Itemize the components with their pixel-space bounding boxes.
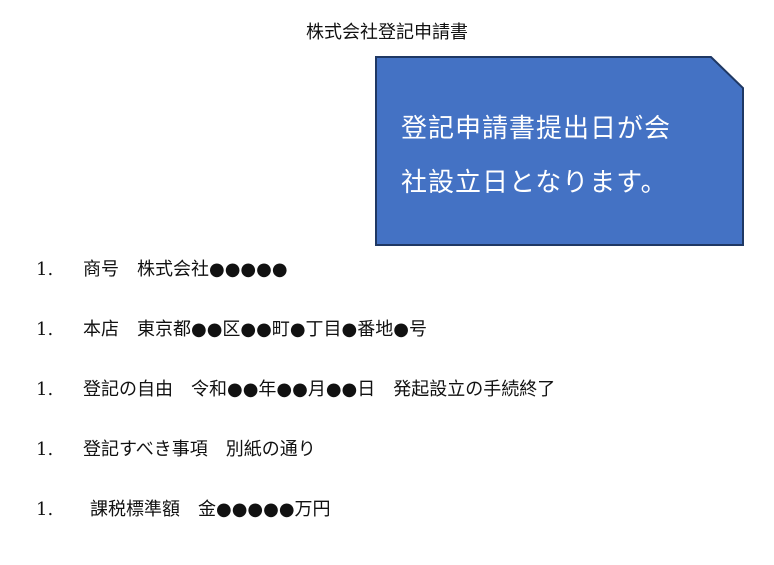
- item-text-registration-reason: 登記の自由 令和●●年●●月●●日 発起設立の手続終了: [83, 379, 556, 400]
- item-number: 1.: [36, 319, 54, 340]
- item-text-trade-name: 商号 株式会社●●●●●: [83, 259, 288, 280]
- callout-shape: [375, 56, 744, 246]
- item-number: 1.: [36, 379, 54, 400]
- item-number: 1.: [36, 259, 54, 280]
- item-text-tax-base-amount: 課税標準額 金●●●●●万円: [90, 499, 331, 520]
- callout-line-2: 社設立日となります。: [401, 168, 668, 198]
- item-number: 1.: [36, 439, 54, 460]
- document-title: 株式会社登記申請書: [306, 22, 468, 43]
- item-text-registration-matters: 登記すべき事項 別紙の通り: [83, 439, 316, 460]
- item-number: 1.: [36, 499, 54, 520]
- item-text-head-office: 本店 東京都●●区●●町●丁目●番地●号: [83, 319, 427, 340]
- callout-box: 登記申請書提出日が会 社設立日となります。: [375, 56, 744, 246]
- callout-text: 登記申請書提出日が会 社設立日となります。: [401, 102, 721, 210]
- callout-line-1: 登記申請書提出日が会: [401, 114, 672, 144]
